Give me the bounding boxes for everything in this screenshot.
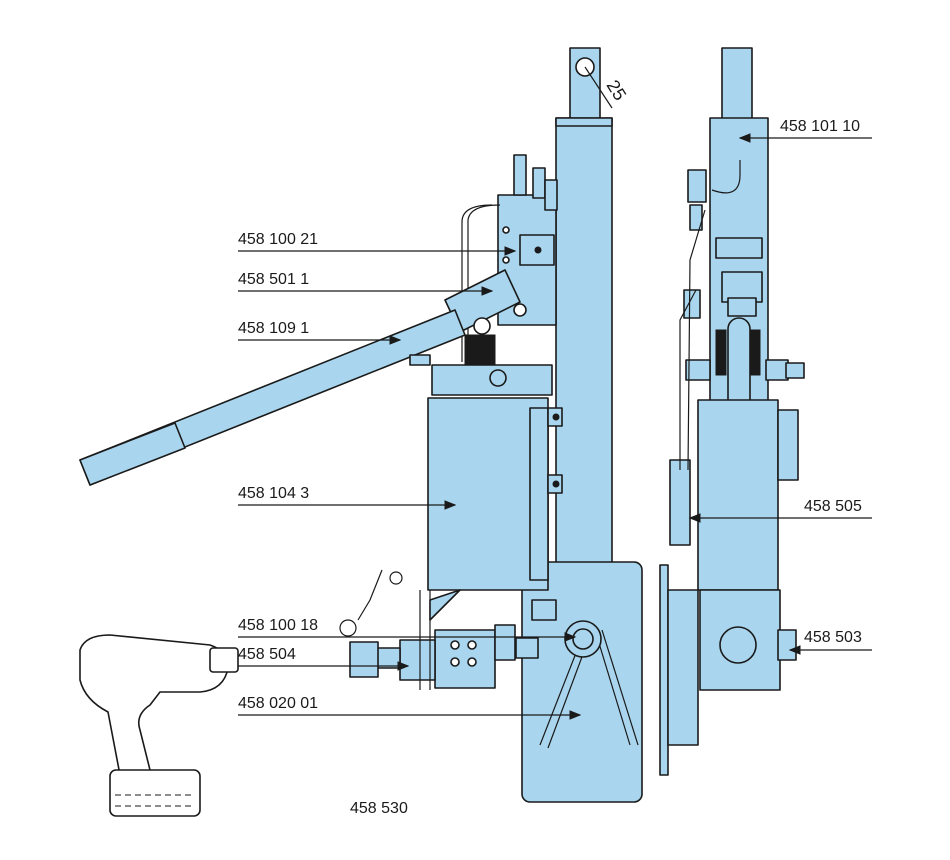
valve-block — [461, 154, 558, 362]
oil-tank — [427, 397, 563, 591]
base-plate — [521, 561, 643, 803]
label-458-100-18: 458 100 18 — [238, 617, 319, 634]
label-458-503: 458 503 — [804, 629, 862, 646]
leader-lines — [238, 66, 872, 720]
label-458-104-3: 458 104 3 — [238, 485, 310, 502]
label-458-100-21: 458 100 21 — [238, 231, 319, 248]
main-cylinder — [555, 47, 613, 621]
side-view — [659, 47, 805, 776]
chain-cap — [339, 569, 403, 637]
lower-manifold — [349, 589, 557, 690]
label-458-504: 458 504 — [238, 646, 296, 663]
drill-icon — [79, 634, 239, 817]
label-458-109-1: 458 109 1 — [238, 320, 310, 337]
label-458-101-10: 458 101 10 — [780, 118, 861, 135]
label-458-501-1: 458 501 1 — [238, 271, 310, 288]
label-458-020-01: 458 020 01 — [238, 695, 319, 712]
label-458-530: 458 530 — [350, 800, 408, 817]
pump-spring — [409, 334, 553, 396]
pump-handle — [79, 269, 527, 486]
label-458-505: 458 505 — [804, 498, 862, 515]
